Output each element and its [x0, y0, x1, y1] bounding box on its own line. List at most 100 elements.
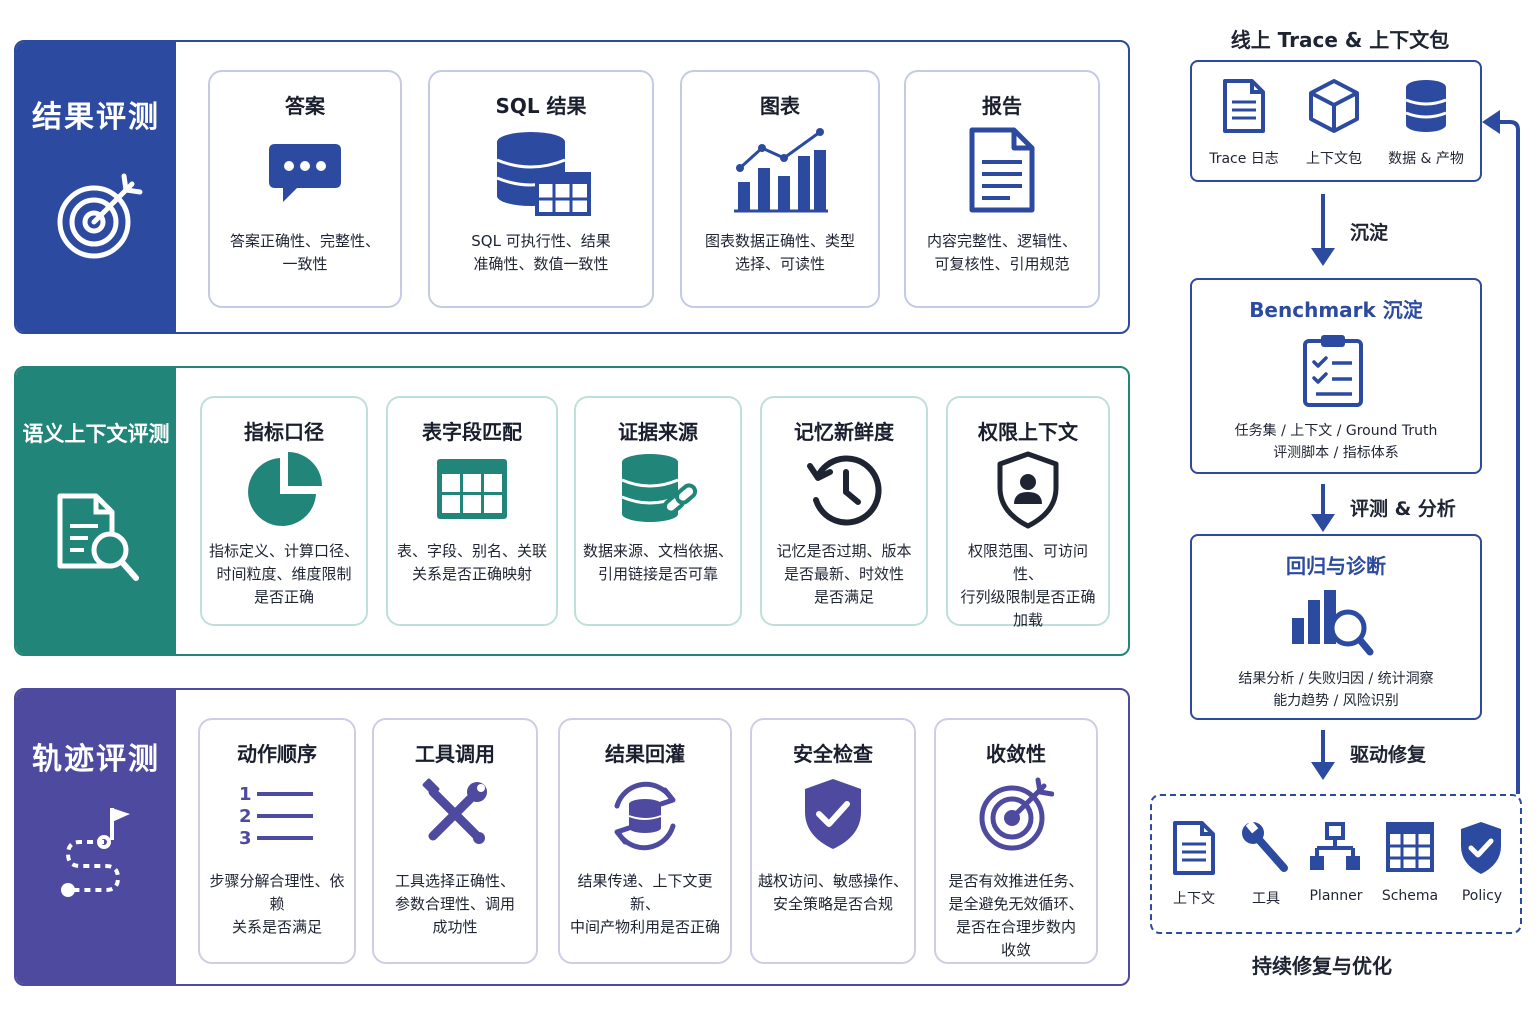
repair-box: 上下文 工具 Planner Schema Policy [1150, 794, 1522, 934]
card-desc-line: 加载 [1012, 611, 1043, 629]
card-title: 权限上下文 [978, 420, 1078, 444]
regression-desc-line: 结果分析 / 失败归因 / 统计洞察 [1238, 671, 1434, 687]
benchmark-title: Benchmark 沉淀 [1249, 298, 1423, 322]
arrow-label-deposit: 沉淀 [1350, 222, 1389, 244]
card-desc-line: 越权访问、敏感操作、 [758, 872, 909, 890]
trajectory-evaluation-section: 轨迹评测 动作顺序 1 2 3 步骤分解合理性、依赖 关系是否满足 工具调用 [14, 688, 1130, 986]
trajectory-evaluation-title: 轨迹评测 [32, 742, 160, 777]
card-desc-line: 数据来源、文档依据、 [582, 542, 733, 560]
online-item-label: 上下文包 [1306, 151, 1362, 167]
online-trace-title: 线上 Trace & 上下文包 [1230, 28, 1450, 52]
repair-item-label: 工具 [1252, 891, 1280, 907]
card-answer: 答案 答案正确性、完整性、 一致性 [208, 70, 402, 308]
card-desc-line: 参数合理性、调用 [394, 895, 515, 913]
card-desc-line: 步骤分解合理性、依赖 [209, 872, 345, 913]
database-sync-icon [614, 781, 676, 851]
tools-icon [422, 778, 487, 844]
card-chart: 图表 图表数据正确性、类型 选择、可读性 [680, 70, 880, 308]
card-title: 图表 [760, 94, 800, 118]
down-arrow [1311, 194, 1335, 266]
card-metric-definition: 指标口径 指标定义、计算口径、 时间粒度、维度限制 是否正确 [200, 396, 368, 626]
document-icon [969, 127, 1035, 213]
shield-user-icon [997, 451, 1059, 529]
card-table-field-match: 表字段匹配 表、字段、别名、关联 关系是否正确映射 [386, 396, 558, 626]
card-desc-line: 收敛 [1000, 941, 1031, 959]
card-title: 报告 [982, 94, 1022, 118]
semantic-context-title: 语义上下文评测 [22, 422, 170, 446]
route-flag-icon [61, 808, 130, 897]
benchmark-desc-line: 评测脚本 / 指标体系 [1273, 445, 1399, 461]
card-desc-line: 一致性 [282, 255, 328, 273]
benchmark-desc: 任务集 / 上下文 / Ground Truth 评测脚本 / 指标体系 [1192, 420, 1480, 464]
semantic-context-evaluation-section: 语义上下文评测 指标口径 指标定义、计算口径、 时间粒度、维度限制 是否正确 表… [14, 366, 1130, 656]
card-desc-line: 权限范围、可访问性、 [967, 542, 1088, 583]
card-memory-freshness: 记忆新鲜度 记忆是否过期、版本 是否最新、时效性 是否满足 [760, 396, 928, 626]
document-search-icon [57, 493, 139, 581]
card-desc-line: 是否在合理步数内 [955, 918, 1076, 936]
database-table-icon [496, 132, 591, 216]
card-convergence: 收敛性 是否有效推进任务、 是全避免无效循环、 是否在合理步数内 收敛 [934, 718, 1098, 964]
repair-caption: 持续修复与优化 [1252, 954, 1392, 978]
pie-chart-icon [248, 452, 322, 526]
card-desc-line: 准确性、数值一致性 [473, 255, 609, 273]
chat-bubble-icon [269, 144, 341, 202]
numbered-list-icon: 1 2 3 [239, 784, 313, 848]
regression-desc: 结果分析 / 失败归因 / 统计洞察 能力趋势 / 风险识别 [1192, 668, 1480, 712]
clipboard-checklist-icon [1303, 335, 1363, 407]
card-title: 收敛性 [986, 742, 1046, 766]
regression-title: 回归与诊断 [1286, 554, 1386, 578]
log-document-icon [1223, 79, 1265, 133]
result-evaluation-sidebar: 结果评测 [16, 42, 176, 332]
chart-search-icon [1292, 590, 1374, 656]
card-desc-line: 成功性 [432, 918, 478, 936]
hierarchy-icon [1310, 822, 1360, 870]
history-clock-icon [807, 455, 882, 526]
card-desc-line: 是全避免无效循环、 [948, 895, 1084, 913]
repair-item-label: Policy [1461, 888, 1503, 904]
wrench-icon [1242, 820, 1288, 872]
card-desc-line: 是否最新、时效性 [783, 565, 904, 583]
arrow-label-drive-fix: 驱动修复 [1350, 744, 1427, 766]
card-desc-line: 图表数据正确性、类型 [704, 232, 855, 250]
card-desc-line: 关系是否满足 [231, 918, 322, 936]
online-trace-box: Trace 日志 上下文包 数据 & 产物 [1190, 60, 1482, 182]
card-sql-result: SQL 结果 SQL 可执行性、结果 准确性、数值一致性 [428, 70, 654, 308]
arrow-label-evaluate: 评测 & 分析 [1350, 498, 1456, 520]
policy-shield-icon [1461, 822, 1501, 874]
benchmark-box: Benchmark 沉淀 任务集 / 上下文 / Ground Truth 评测… [1190, 278, 1482, 474]
card-desc-line: 引用链接是否可靠 [597, 565, 718, 583]
card-action-order: 动作顺序 1 2 3 步骤分解合理性、依赖 关系是否满足 [198, 718, 356, 964]
schema-grid-icon [1386, 822, 1434, 872]
card-title: SQL 结果 [495, 94, 587, 118]
card-desc-line: 指标定义、计算口径、 [208, 542, 359, 560]
repair-item-label: Planner [1309, 888, 1363, 904]
target-arrow-icon [57, 173, 143, 259]
bar-chart-trend-icon [734, 128, 828, 213]
down-arrow [1311, 484, 1335, 532]
result-evaluation-section: 结果评测 答案 答案正确性、完整性、 一致性 SQL 结果 [14, 40, 1130, 334]
card-desc-line: 行列级限制是否正确 [960, 588, 1096, 606]
svg-text:2: 2 [239, 806, 252, 827]
card-tool-call: 工具调用 工具选择正确性、 参数合理性、调用 成功性 [372, 718, 538, 964]
svg-text:1: 1 [239, 784, 252, 805]
down-arrow [1311, 730, 1335, 780]
online-item-label: 数据 & 产物 [1388, 151, 1464, 167]
card-evidence-source: 证据来源 数据来源、文档依据、 引用链接是否可靠 [574, 396, 742, 626]
card-permission-context: 权限上下文 权限范围、可访问性、 行列级限制是否正确 加载 [946, 396, 1110, 629]
card-desc-line: 是否正确 [253, 588, 314, 606]
card-desc-line: 关系是否正确映射 [411, 565, 532, 583]
card-desc-line: 结果传递、上下文更新、 [577, 872, 713, 913]
shield-check-icon [805, 779, 861, 849]
card-desc-line: 时间粒度、维度限制 [216, 565, 352, 583]
database-link-icon [621, 454, 698, 522]
card-title: 工具调用 [415, 742, 495, 766]
result-evaluation-title: 结果评测 [32, 100, 160, 135]
card-result-feedback: 结果回灌 结果传递、上下文更新、 中间产物利用是否正确 [558, 718, 732, 964]
card-desc-line: 安全策略是否合规 [772, 895, 893, 913]
card-title: 记忆新鲜度 [794, 420, 894, 444]
card-desc-line: 选择、可读性 [734, 255, 825, 273]
cube-package-icon [1309, 79, 1359, 133]
card-desc-line: 中间产物利用是否正确 [569, 918, 720, 936]
card-desc-line: 表、字段、别名、关联 [396, 542, 547, 560]
card-title: 安全检查 [793, 742, 873, 766]
